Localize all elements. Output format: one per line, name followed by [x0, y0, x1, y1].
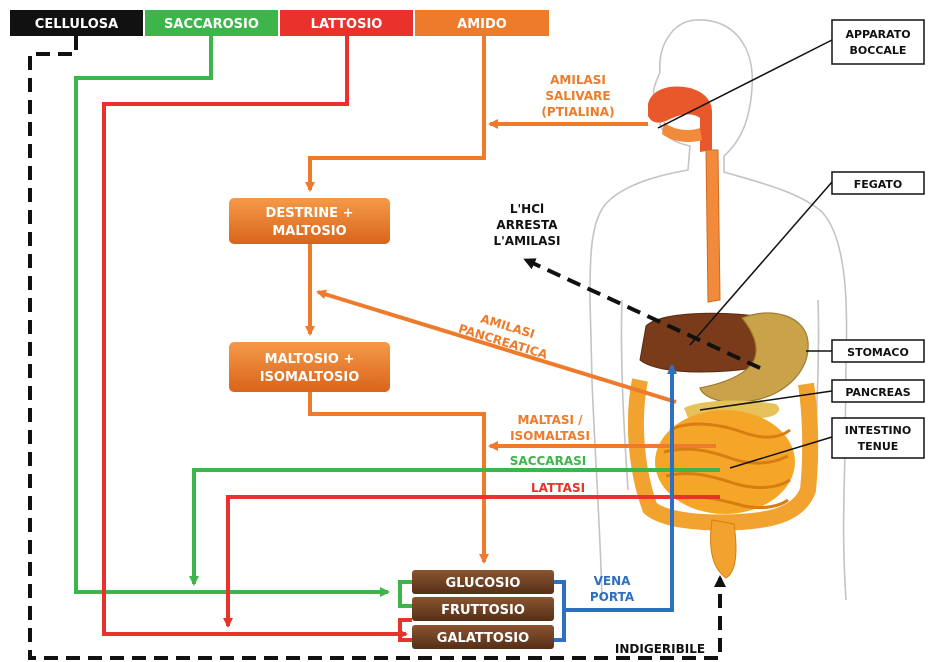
hcl-note-1: L'HCl [510, 202, 544, 216]
esophagus [706, 150, 720, 302]
amilasi-pancreatica-label: AMILASI PANCREATICA [457, 306, 555, 362]
maltasi-label-1: MALTASI / [517, 413, 583, 427]
maltosio-label-2: ISOMALTOSIO [260, 370, 360, 385]
organ-callouts: APPARATO BOCCALE FEGATO STOMACO PANCREAS… [658, 20, 924, 468]
lattosio-label: LATTOSIO [311, 17, 383, 32]
lattosio-to-galattosio-arrow [104, 36, 406, 634]
galattosio-label: GALATTOSIO [437, 631, 529, 646]
amilasi-salivare-label-1: AMILASI [550, 73, 606, 87]
glucosio-fruttosio-bracket [400, 582, 412, 606]
cellulosa-label: CELLULOSA [35, 17, 118, 32]
apparato-boccale-box [832, 20, 924, 64]
galattosio-bracket [400, 620, 412, 640]
destrine-label-1: DESTRINE + [266, 206, 354, 221]
anatomy-illustration [590, 20, 847, 600]
apparato-boccale-leader [658, 40, 832, 128]
mouth-cavity [648, 87, 712, 152]
product-boxes: GLUCOSIO FRUTTOSIO GALATTOSIO [412, 570, 554, 649]
glucosio-label: GLUCOSIO [446, 576, 521, 591]
amilasi-salivare-label-2: SALIVARE [545, 89, 610, 103]
fruttosio-label: FRUTTOSIO [441, 603, 525, 618]
indigeribile-label: INDIGERIBILE [615, 642, 705, 656]
intestino-tenue-label-2: TENUE [858, 440, 899, 453]
sucrose-pathway [76, 36, 720, 606]
vena-porta-label-2: PORTA [590, 590, 635, 604]
apparato-boccale-label-1: APPARATO [845, 28, 910, 41]
maltosio-label-1: MALTOSIO + [265, 352, 355, 367]
tongue [662, 122, 702, 142]
source-boxes: CELLULOSA SACCAROSIO LATTOSIO AMIDO [10, 10, 549, 36]
fegato-label: FEGATO [854, 178, 903, 191]
apparato-boccale-label-2: BOCCALE [850, 44, 907, 57]
lactose-pathway [104, 36, 720, 640]
saccarosio-label: SACCAROSIO [164, 17, 259, 32]
hcl-note-3: L'AMILASI [493, 234, 560, 248]
saccarasi-label: SACCARASI [510, 454, 586, 468]
intestino-tenue-label-1: INTESTINO [845, 424, 911, 437]
maltasi-label-2: ISOMALTASI [510, 429, 590, 443]
maltosio-to-glucosio-arrow [310, 392, 484, 562]
stomaco-label: STOMACO [847, 346, 909, 359]
vena-porta-label-1: VENA [594, 574, 632, 588]
destrine-label-2: MALTOSIO [272, 224, 346, 239]
saccarosio-to-glucosio-arrow [76, 36, 388, 592]
lattasi-label: LATTASI [531, 481, 585, 495]
products-bracket [554, 582, 564, 640]
amido-label: AMIDO [457, 17, 507, 32]
rectum [711, 520, 736, 578]
enzyme-labels: AMILASI SALIVARE (PTIALINA) AMILASI PANC… [457, 73, 615, 495]
pancreas-label: PANCREAS [845, 386, 910, 399]
hcl-note-2: ARRESTA [496, 218, 558, 232]
amilasi-salivare-label-3: (PTIALINA) [541, 105, 614, 119]
amido-to-destrine-arrow [310, 36, 484, 190]
